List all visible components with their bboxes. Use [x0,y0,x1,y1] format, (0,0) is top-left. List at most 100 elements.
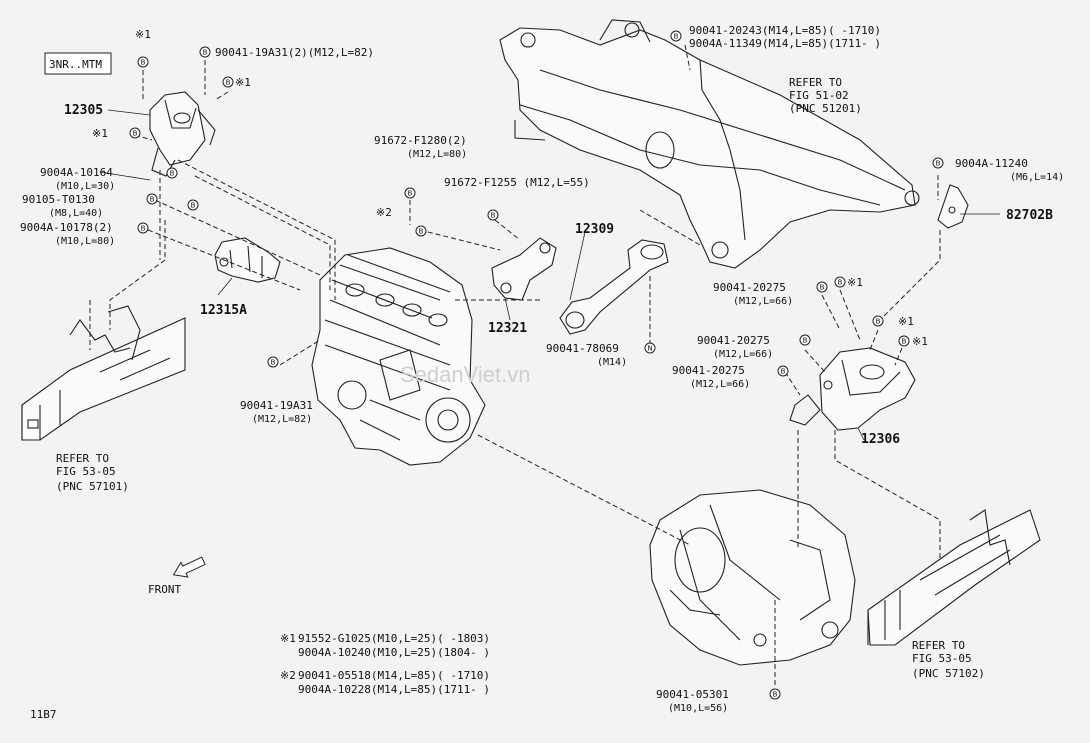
footnote-mark-2: ※2 [280,669,296,682]
svg-text:B: B [226,79,231,87]
svg-text:B: B [820,284,825,292]
bolt-marker-b: B [129,127,141,139]
svg-text:B: B [150,196,155,204]
subframe-drawing [499,19,920,269]
svg-text:B: B [781,368,786,376]
callout-91672-f1255: 91672-F1255 (M12,L=55) [444,176,590,189]
svg-text:N: N [647,345,652,353]
callout-90041-20275-a: 90041-20275 [713,281,786,294]
refer-fig-53-05-right: REFER TO FIG 53-05 (PNC 57102) [912,639,985,680]
callout-90041-19a31-spec: (M12,L=82) [252,414,312,425]
part-numbers: 12305 12315A 12321 12309 12306 82702B [64,103,1053,447]
svg-text:B: B [191,202,196,210]
callout-90041-19a31: 90041-19A31 [240,399,313,412]
solid-leaders [99,109,1000,441]
bolt-marker-b: B [834,276,846,288]
part-number-12305: 12305 [64,103,103,118]
callout-90105-t0130: 90105-T0130 [22,193,95,206]
svg-text:B: B [141,59,146,67]
note-mark-1: ※1 [235,76,251,89]
svg-text:B: B [419,228,424,236]
bracket-82702b-drawing [937,184,969,229]
bolt-marker-b: B [898,335,910,347]
part-number-12321: 12321 [488,321,527,336]
bolt-marker-b: B [872,315,884,327]
callout-9004a-10164: 9004A-10164 [40,166,113,179]
svg-text:(PNC 51201): (PNC 51201) [789,102,862,115]
svg-text:B: B [773,691,778,699]
svg-text:FIG 53-05: FIG 53-05 [912,652,972,665]
front-label: FRONT [148,583,181,596]
note-mark-2: ※2 [376,206,392,219]
callout-90041-20275-b-spec: (M12,L=66) [713,349,773,360]
callout-90041-20275-c: 90041-20275 [672,364,745,377]
bracket-12321-drawing [491,237,557,301]
note-marks: ※1 ※1 ※1 ※2 ※1 ※1 ※1 [92,28,928,348]
footnote-2-line-2: 9004A-10228(M14,L=85)(1711- ) [298,683,490,696]
svg-text:B: B [491,212,496,220]
callout-90041-78069: 90041-78069 [546,342,619,355]
footnote-1-line-2: 9004A-10240(M10,L=25)(1804- ) [298,646,490,659]
transmission-drawing [649,489,856,666]
svg-text:FIG 53-05: FIG 53-05 [56,465,116,478]
bolt-marker-b: B [799,334,811,346]
left-frame-rail-drawing [21,305,186,441]
svg-text:B: B [902,338,907,346]
callout-90041-20275-b: 90041-20275 [697,334,770,347]
svg-text:(PNC 57101): (PNC 57101) [56,480,129,493]
svg-text:B: B [674,33,679,41]
svg-text:REFER TO: REFER TO [912,639,965,652]
front-arrow-icon [172,556,206,578]
note-mark-1: ※1 [847,276,863,289]
callout-90105-t0130-spec: (M8,L=40) [49,208,103,219]
callout-9004a-11240-spec: (M6,L=14) [1010,172,1064,183]
bolt-marker-b: B [222,76,234,88]
bolt-marker-b: B [769,688,781,700]
callout-91672-f1280-spec: (M12,L=80) [407,149,467,160]
svg-text:B: B [838,279,843,287]
svg-text:(PNC 57102): (PNC 57102) [912,667,985,680]
refer-fig-51-02: REFER TO FIG 51-02 (PNC 51201) [789,76,862,115]
footnote-2-line-1: 90041-05518(M14,L=85)( -1710) [298,669,490,682]
engine-mount-12305-drawing [149,91,216,177]
callout-9004a-11240: 9004A-11240 [955,157,1028,170]
watermark: SedanViet.vn [400,362,530,387]
bolt-marker-b: B [415,225,427,237]
callout-9004a-10164-spec: (M10,L=30) [55,181,115,192]
svg-text:B: B [876,318,881,326]
part-number-12309: 12309 [575,222,614,237]
bolt-marker-b: B [199,46,211,58]
footnotes: ※1 91552-G1025(M10,L=25)( -1803) 9004A-1… [280,632,490,696]
bolt-marker-b: B [166,167,178,179]
bolt-marker-b: B [137,56,149,68]
engine-code-box: 3NR..MTM [44,52,112,75]
callouts: 90041-19A31(2)(M12,L=82) 9004A-10164 (M1… [20,24,1064,714]
note-mark-1: ※1 [135,28,151,41]
front-arrow: FRONT [148,556,206,596]
note-mark-1: ※1 [912,335,928,348]
svg-text:REFER TO: REFER TO [789,76,842,89]
note-mark-1: ※1 [898,315,914,328]
torque-rod-12309-drawing [559,239,669,335]
callout-90041-20275-a-spec: (M12,L=66) [733,296,793,307]
note-mark-1: ※1 [92,127,108,140]
svg-text:B: B [803,337,808,345]
svg-text:B: B [936,160,941,168]
bolt-marker-b: B [146,193,158,205]
callout-9004a-11349: 9004A-11349(M14,L=85)(1711- ) [689,37,881,50]
bolt-marker-b: B [777,365,789,377]
refer-fig-53-05-left: REFER TO FIG 53-05 (PNC 57101) [56,452,129,493]
bolt-marker-b: B [187,199,199,211]
callout-90041-20243: 90041-20243(M14,L=85)( -1710) [689,24,881,37]
svg-text:B: B [133,130,138,138]
svg-text:REFER TO: REFER TO [56,452,109,465]
bolt-marker-b: B [670,30,682,42]
page-number: 11B7 [30,708,57,721]
footnote-mark-1: ※1 [280,632,296,645]
dashed-leaders [89,44,941,688]
engine-mount-12306-drawing [789,347,916,431]
callout-90041-19a31-2: 90041-19A31(2)(M12,L=82) [215,46,374,59]
callout-9004a-10178-spec: (M10,L=80) [55,236,115,247]
right-frame-rail-drawing [867,509,1041,646]
